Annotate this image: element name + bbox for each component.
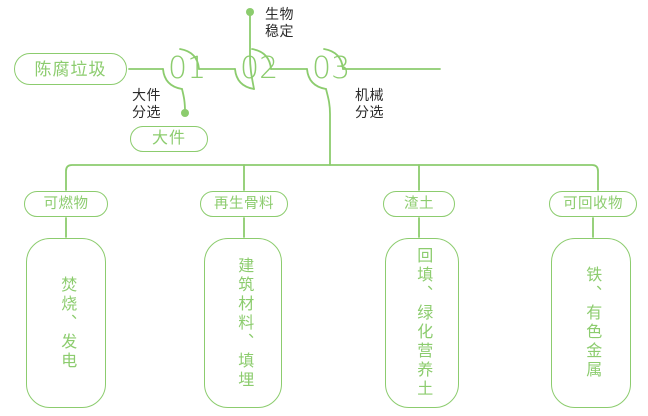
category-pill-slag-soil[interactable]: 渣土 xyxy=(383,191,455,217)
step-number-01[interactable]: 01 xyxy=(168,51,207,86)
step-number-02[interactable]: 02 xyxy=(240,51,279,86)
step1-output-line xyxy=(181,88,186,113)
annotation-bio-stabilization: 生物 稳定 xyxy=(265,6,294,39)
category-pill-recycled-aggregate[interactable]: 再生骨料 xyxy=(200,191,288,217)
destination-box-recyclables[interactable]: 铁、有色金属 xyxy=(551,238,631,408)
annotation-mechanical-sorting: 机械 分选 xyxy=(355,87,384,120)
destination-box-combustibles-label: 焚烧、发电 xyxy=(58,275,76,371)
output-pill-bulky-label: 大件 xyxy=(151,130,186,147)
destination-box-recycled-aggregate-label: 建筑材料、填埋 xyxy=(235,256,253,390)
category-pill-recycled-aggregate-label: 再生骨料 xyxy=(214,195,274,212)
step-number-03[interactable]: 03 xyxy=(312,51,351,86)
category-pill-recyclables[interactable]: 可回收物 xyxy=(549,191,637,217)
annotation-bulky-sorting: 大件 分选 xyxy=(132,87,161,120)
step3-trunk-line xyxy=(325,88,331,166)
category-pill-slag-soil-label: 渣土 xyxy=(404,195,434,212)
destination-box-recyclables-label: 铁、有色金属 xyxy=(583,266,601,380)
step2-output-dot xyxy=(246,8,254,16)
category-pill-recyclables-label: 可回收物 xyxy=(563,195,623,212)
input-pill-label: 陈腐垃圾 xyxy=(34,59,107,79)
destination-box-combustibles[interactable]: 焚烧、发电 xyxy=(26,238,106,408)
destination-box-slag-soil-label: 回填、绿化营养土 xyxy=(414,247,432,399)
input-pill[interactable]: 陈腐垃圾 xyxy=(14,53,127,85)
step1-output-dot xyxy=(181,109,189,117)
output-pill-bulky[interactable]: 大件 xyxy=(130,126,208,152)
distribution-bus xyxy=(65,164,599,191)
destination-box-slag-soil[interactable]: 回填、绿化营养土 xyxy=(385,238,459,408)
category-pill-combustibles[interactable]: 可燃物 xyxy=(24,191,108,217)
destination-box-recycled-aggregate[interactable]: 建筑材料、填埋 xyxy=(204,238,282,408)
category-pill-combustibles-label: 可燃物 xyxy=(43,195,89,212)
